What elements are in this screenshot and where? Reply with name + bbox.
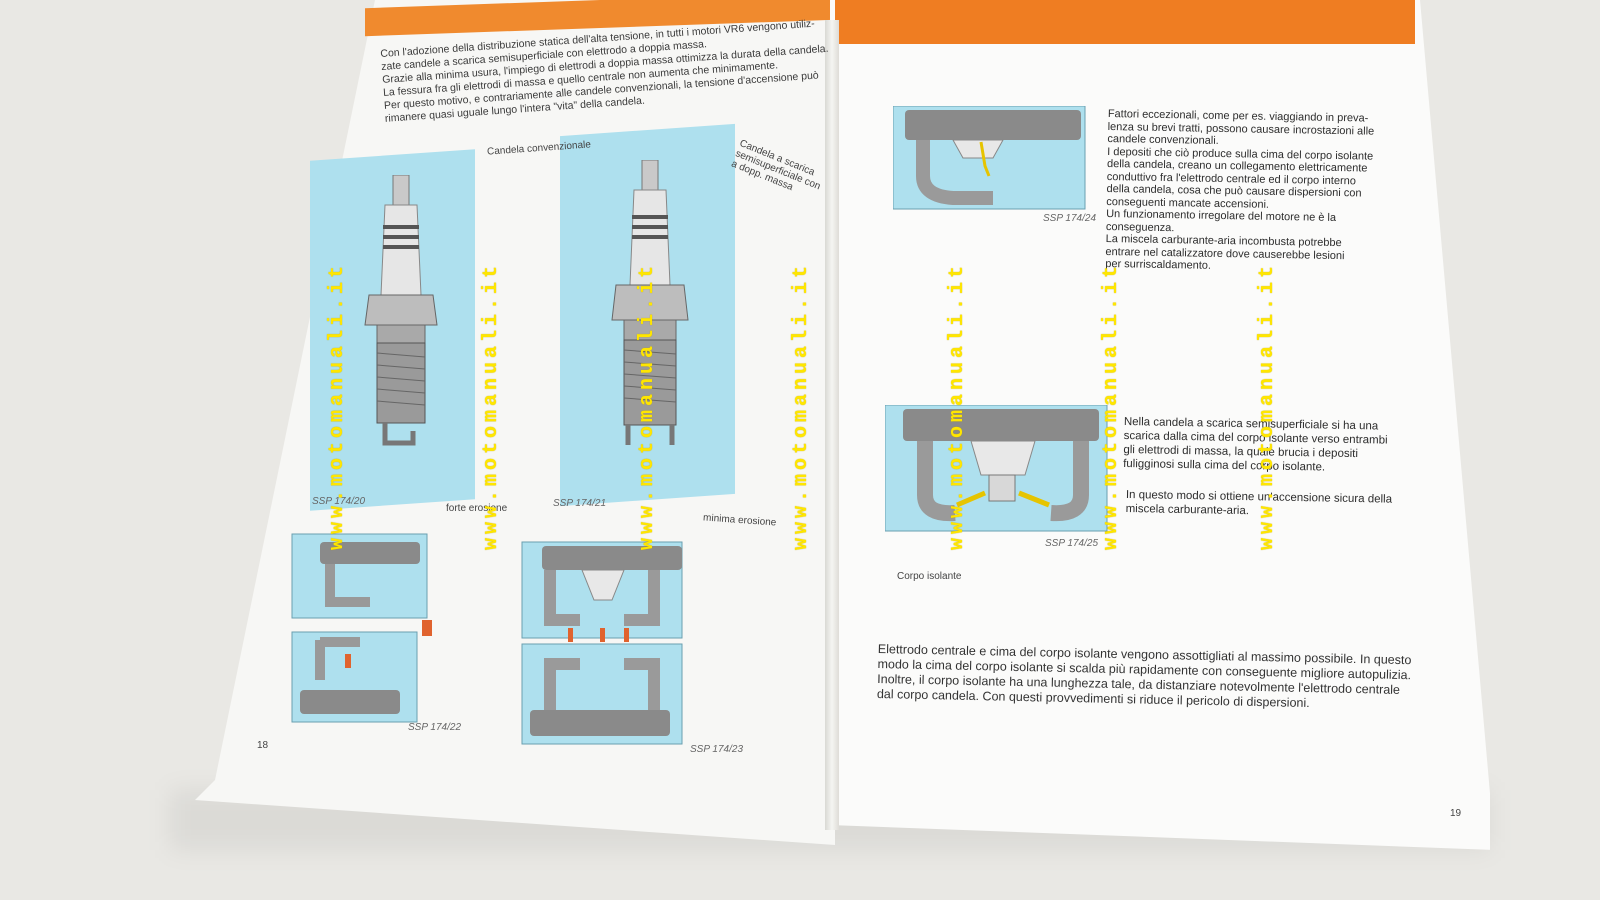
conventional-spark-plug-illustration — [364, 175, 438, 446]
page-number-left: 18 — [257, 740, 269, 751]
watermark: www.motomanuali.it — [790, 262, 813, 551]
watermark: www.motomanuali.it — [326, 262, 349, 551]
caption-ssp-174-21: SSP 174/21 — [553, 498, 607, 509]
semi-surface-discharge-illustration — [885, 405, 1108, 532]
watermark: www.motomanuali.it — [1100, 262, 1123, 551]
caption-ssp-174-25: SSP 174/25 — [1045, 538, 1099, 549]
bottom-paragraph: Elettrodo centrale e cima del corpo isol… — [877, 642, 1412, 713]
label-strong-erosion: forte erosione — [446, 503, 508, 514]
watermark: www.motomanuali.it — [946, 262, 969, 551]
semi-surface-spark-plug-illustration — [611, 160, 689, 445]
orange-band-right — [835, 0, 1415, 44]
conventional-electrode-detail — [291, 533, 432, 723]
page-number-right: 19 — [1450, 808, 1462, 819]
caption-ssp-174-24: SSP 174/24 — [1043, 213, 1097, 224]
watermark: www.motomanuali.it — [636, 262, 659, 551]
semi-surface-electrode-detail — [521, 541, 683, 745]
deposit-illustration — [893, 106, 1086, 210]
caption-ssp-174-23: SSP 174/23 — [690, 744, 744, 755]
label-insulator-body: Corpo isolante — [897, 571, 962, 582]
watermark: www.motomanuali.it — [480, 262, 503, 551]
caption-ssp-174-22: SSP 174/22 — [408, 722, 462, 733]
watermark: www.motomanuali.it — [1256, 262, 1279, 551]
right-paragraph-1: Fattori eccezionali, come per es. viaggi… — [1105, 108, 1374, 275]
caption-ssp-174-20: SSP 174/20 — [312, 496, 366, 507]
booklet-gutter — [825, 20, 839, 830]
